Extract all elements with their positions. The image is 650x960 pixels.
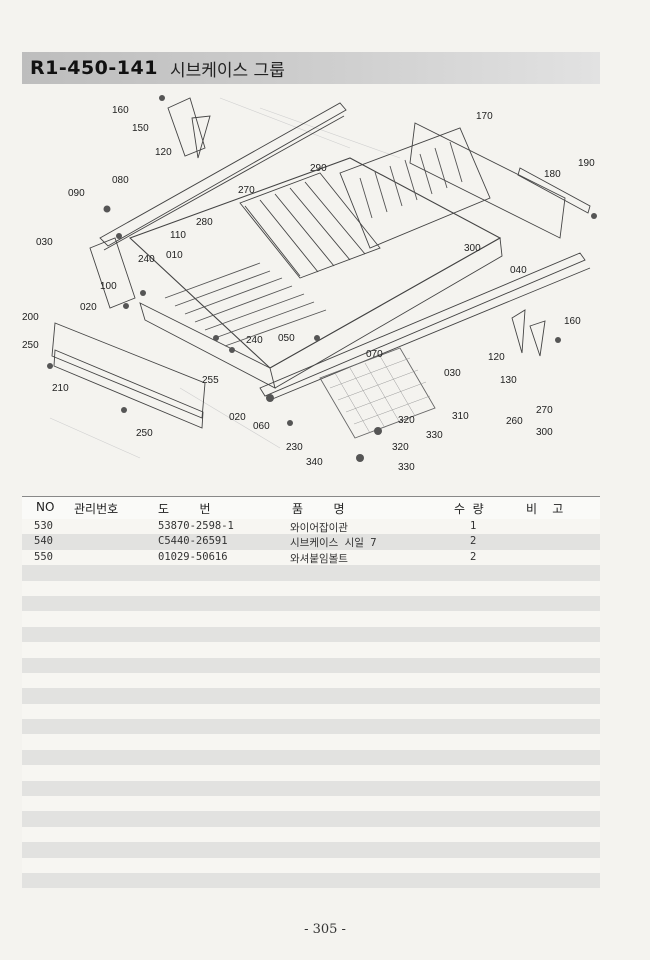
row-no: 540 [34, 535, 53, 548]
callout-label: 290 [310, 163, 327, 174]
callout-label: 300 [536, 427, 553, 438]
table-row [22, 765, 600, 781]
callout-label: 260 [506, 416, 523, 427]
table-row [22, 749, 600, 766]
title-bar: R1-450-141 시브케이스 그룹 [22, 52, 600, 84]
callout-label: 110 [170, 230, 186, 241]
table-row [22, 842, 600, 858]
table-row [22, 857, 600, 873]
row-no: 550 [34, 550, 53, 563]
exploded-parts-diagram: 160 150 120 090 080 030 240 110 100 010 … [20, 88, 630, 488]
row-drawing-number: C5440-26591 [158, 535, 228, 548]
row-drawing-number: 53870-2598-1 [158, 520, 234, 532]
table-row [22, 580, 600, 596]
table-row [22, 626, 600, 643]
callout-label: 020 [80, 302, 97, 313]
callout-label: 090 [68, 188, 85, 199]
callout-label: 030 [36, 237, 53, 248]
header-quantity: 수 량 [454, 502, 484, 516]
table-row [22, 811, 600, 827]
table-row [22, 872, 600, 889]
callout-label: 200 [22, 312, 39, 323]
callout-label: 270 [536, 405, 553, 416]
callout-label: 340 [306, 457, 323, 468]
parts-table-header: NO 관리번호 도 번 품 명 수 량 비 고 [22, 496, 600, 520]
row-no: 530 [34, 520, 53, 532]
callout-label: 010 [166, 250, 183, 261]
table-row [22, 826, 600, 843]
header-remarks: 비 고 [526, 502, 564, 516]
callout-label: 100 [100, 281, 117, 292]
table-row [22, 657, 600, 673]
group-code: R1-450-141 [30, 57, 158, 79]
callout-label: 150 [132, 123, 149, 134]
callout-label: 130 [500, 375, 517, 386]
callout-label: 120 [488, 352, 505, 363]
callout-label: 190 [578, 158, 595, 169]
table-row [22, 719, 600, 735]
group-name: 시브케이스 그룹 [169, 60, 285, 81]
rail-080 [99, 102, 347, 247]
callout-label: 170 [476, 111, 493, 122]
callout-label: 310 [452, 411, 469, 422]
row-part-name: 와셔붙임볼트 [290, 552, 348, 565]
callout-label: 080 [112, 175, 129, 186]
callout-label: 255 [202, 375, 219, 386]
table-row [22, 595, 600, 612]
callout-label: 300 [464, 243, 481, 254]
header-drawing-number: 도 번 [158, 502, 211, 516]
callout-label: 180 [544, 169, 561, 180]
row-quantity: 1 [470, 520, 477, 532]
row-quantity: 2 [470, 535, 477, 548]
callout-label: 230 [286, 442, 303, 453]
diagram-drawing [47, 95, 597, 462]
callout-label: 060 [253, 421, 270, 432]
callout-label: 280 [196, 217, 213, 228]
callout-label: 050 [278, 333, 295, 344]
callout-label: 160 [564, 316, 581, 327]
callout-label: 030 [444, 368, 461, 379]
callout-label: 250 [22, 340, 39, 351]
header-part-name: 품 명 [292, 502, 345, 516]
callout-label: 320 [398, 415, 415, 426]
row-part-name: 시브케이스 시일 7 [290, 537, 377, 550]
callout-label: 240 [246, 335, 263, 346]
table-row: 550 01029-50616 와셔붙임볼트 2 [22, 549, 600, 566]
table-row [22, 565, 600, 581]
callout-label: 040 [510, 265, 527, 276]
callout-label: 270 [238, 185, 255, 196]
parts-table-body: 530 53870-2598-1 와이어잡이관 1 540 C5440-26591 시브케이… [22, 519, 600, 889]
table-row [22, 642, 600, 658]
callout-label: 160 [112, 105, 129, 116]
table-row [22, 796, 600, 812]
table-row [22, 780, 600, 797]
header-no: NO [36, 500, 55, 514]
callout-label: 240 [138, 254, 155, 265]
table-row [22, 672, 600, 689]
callout-label: 020 [229, 412, 246, 423]
table-row [22, 611, 600, 627]
callout-label: 330 [426, 430, 443, 441]
page-number: - 305 - [304, 922, 346, 937]
callout-label: 330 [398, 462, 415, 473]
table-row: 540 C5440-26591 시브케이스 시일 7 2 [22, 534, 600, 550]
callout-label: 250 [136, 428, 153, 439]
table-row [22, 734, 600, 750]
callout-label: 320 [392, 442, 409, 453]
table-row [22, 688, 600, 704]
row-part-name: 와이어잡이관 [290, 522, 348, 534]
callout-label: 070 [366, 349, 383, 360]
callout-label: 120 [155, 147, 172, 158]
row-quantity: 2 [470, 550, 477, 563]
header-mgmt-number: 관리번호 [74, 502, 119, 516]
table-row [22, 703, 600, 720]
callout-label: 210 [52, 383, 69, 394]
row-drawing-number: 01029-50616 [158, 550, 228, 563]
table-row: 530 53870-2598-1 와이어잡이관 1 [22, 519, 600, 535]
